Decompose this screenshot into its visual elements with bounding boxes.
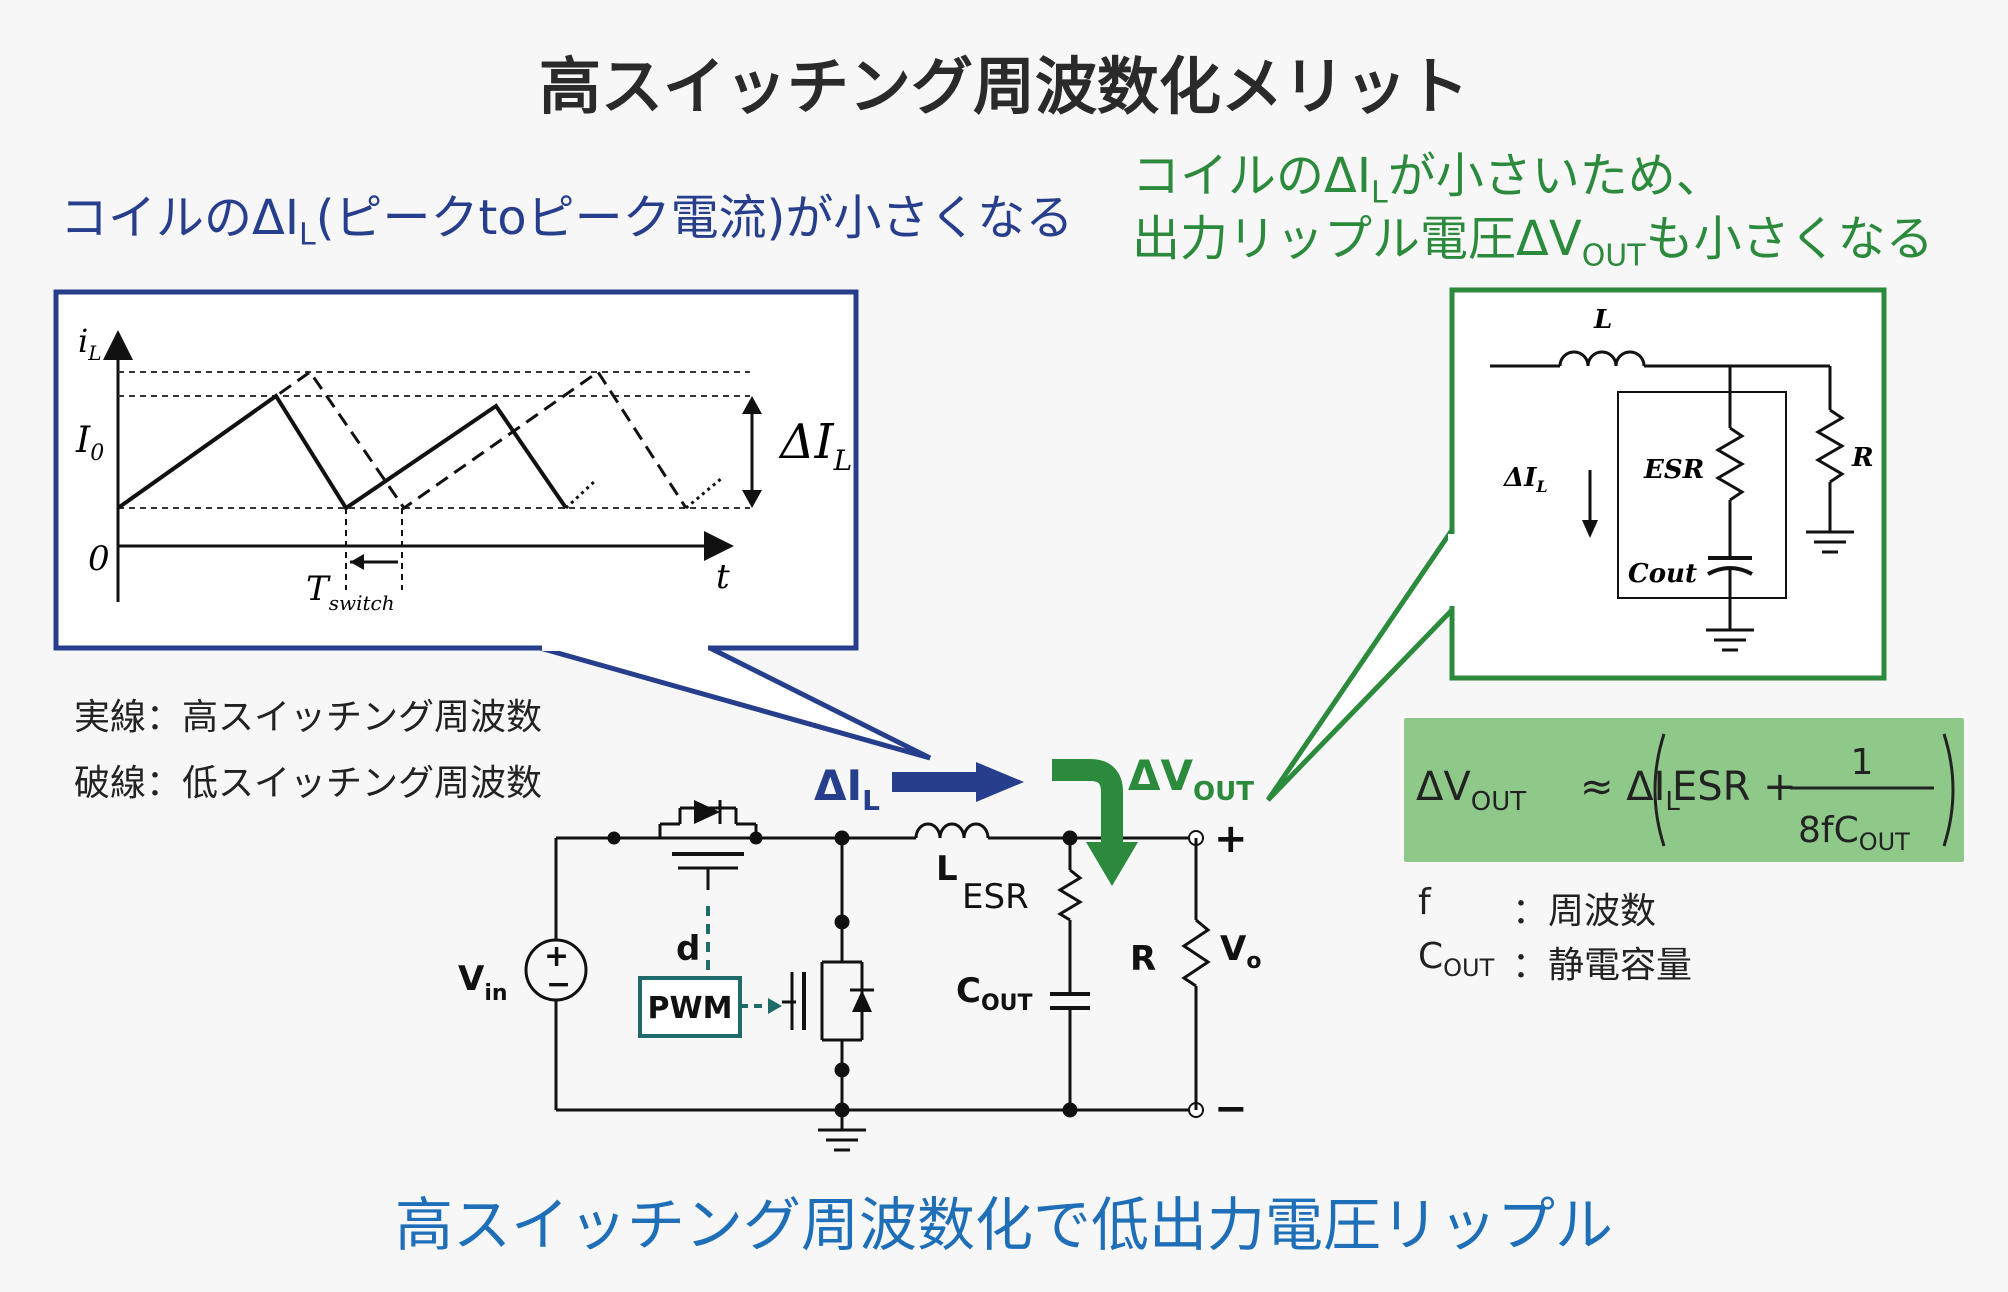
source-minus: − (546, 967, 571, 1002)
equiv-label-l: L (1593, 305, 1612, 335)
delta-il-label: ΔIL (778, 414, 852, 477)
circuit-label-r: R (1130, 939, 1156, 979)
right-caption-line2: 出力リップル電圧ΔVOUTも小さくなる (1132, 210, 1934, 274)
delta-il-arrow (892, 772, 978, 792)
right-caption: コイルのΔILが小さいため、 出力リップル電圧ΔVOUTも小さくなる (1132, 148, 1934, 274)
waveform-panel: iL I0 0 t ΔIL Tswitch (53, 289, 932, 761)
equiv-label-delta: ΔIL (1502, 463, 1548, 496)
equiv-callout (1265, 521, 1455, 802)
circuit-label-vin: Vin (458, 959, 508, 1006)
legend-solid: 実線：高スイッチング周波数 (74, 697, 543, 738)
legend-dashed: 破線：低スイッチング周波数 (74, 763, 543, 804)
axis-label-il: iL (78, 322, 102, 365)
equiv-esr-resistor (1715, 426, 1745, 502)
formula-lhs: ΔVOUT (1416, 764, 1526, 817)
pwm-label: PWM (648, 991, 733, 1026)
page-title: 高スイッチング周波数化メリット (538, 50, 1469, 123)
circuit-label-vo: Vo (1220, 929, 1261, 974)
circuit-label-cout: COUT (956, 971, 1033, 1016)
right-caption-line1: コイルのΔILが小さいため、 (1132, 148, 1724, 211)
tswitch-label: Tswitch (306, 569, 395, 615)
delta-vout-arrow (1052, 759, 1123, 842)
formula: ΔVOUT ≈ ΔIL ESR + 1 8fCOUT (1416, 733, 1955, 856)
load-resistor (1181, 918, 1211, 988)
output-minus: − (1214, 1086, 1248, 1132)
equiv-r-resistor (1815, 408, 1845, 484)
formula-box (1404, 718, 1964, 862)
axis-label-t: t (716, 557, 730, 597)
formula-esr: ESR + (1672, 764, 1797, 810)
buck-circuit (524, 800, 1211, 1152)
formula-numerator: 1 (1851, 742, 1874, 783)
source-plus: + (544, 939, 569, 974)
var-f-desc: ：周波数 (1512, 891, 1657, 932)
var-c-name: COUT (1418, 936, 1495, 983)
bottom-caption: 高スイッチング周波数化で低出力電圧リップル (394, 1191, 1613, 1259)
voltage-source (524, 938, 588, 1002)
circuit-label-d: d (676, 929, 700, 969)
equiv-inductor (1558, 350, 1646, 367)
main-inductor (914, 822, 990, 839)
pwm-box (638, 976, 742, 1038)
axis-label-io: I0 (75, 420, 104, 466)
waveform-callout (539, 645, 932, 761)
main-esr (1057, 868, 1083, 922)
equiv-label-cout: Cout (1628, 559, 1697, 589)
axis-label-zero: 0 (88, 539, 110, 579)
equivalent-circuit-panel: L ESR R Cout ΔIL (1265, 287, 1887, 802)
equiv-label-esr: ESR (1643, 455, 1704, 485)
circuit-label-l: L (936, 849, 958, 889)
var-f-name: f (1418, 882, 1431, 923)
var-c-desc: ：静電容量 (1512, 945, 1693, 986)
formula-approx: ≈ ΔIL (1580, 764, 1680, 817)
dashed-waveform (117, 369, 688, 511)
circuit-label-esr: ESR (962, 877, 1029, 917)
circuit-label-delta-vout: ΔVOUT (1128, 751, 1254, 807)
equiv-label-r: R (1851, 443, 1874, 473)
circuit-label-delta-il: ΔIL (814, 761, 880, 817)
formula-denominator: 8fCOUT (1798, 810, 1910, 856)
left-caption: コイルのΔIL(ピークtoピーク電流)が小さくなる (60, 190, 1074, 253)
output-plus: + (1214, 816, 1248, 862)
